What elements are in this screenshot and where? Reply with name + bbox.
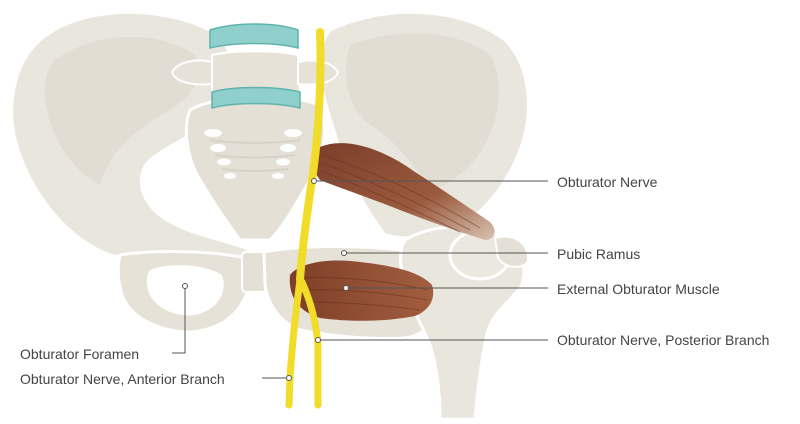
label-obturator-foramen: Obturator Foramen — [20, 346, 140, 362]
dot-posterior-branch — [315, 337, 321, 343]
intervertebral-disc-upper — [209, 23, 299, 49]
greater-trochanter — [493, 235, 530, 268]
label-obturator-nerve-posterior-branch: Obturator Nerve, Posterior Branch — [557, 332, 770, 348]
dot-obturator-nerve — [311, 178, 317, 184]
right-iliac-fossa — [346, 33, 500, 190]
sacral-foramina — [204, 129, 302, 179]
label-obturator-nerve-anterior-branch: Obturator Nerve, Anterior Branch — [20, 371, 225, 387]
label-pubic-ramus: Pubic Ramus — [557, 246, 641, 262]
left-iliac-fossa — [44, 36, 199, 185]
leader-obturator-foramen — [172, 286, 186, 354]
dot-anterior-branch — [286, 375, 292, 381]
external-obturator-muscle — [289, 260, 434, 321]
intervertebral-disc-lower — [211, 86, 301, 109]
pubic-symphysis — [241, 251, 267, 293]
label-external-obturator-muscle: External Obturator Muscle — [557, 281, 720, 297]
dot-external-obturator-muscle — [343, 285, 349, 291]
vertebral-process-left — [170, 59, 213, 86]
leader-dots — [182, 178, 349, 381]
dot-pubic-ramus — [341, 250, 347, 256]
upper-muscle-fibers — [321, 154, 481, 233]
sacral-ridges — [209, 139, 301, 172]
upper-muscle — [313, 143, 495, 240]
leader-lines — [172, 180, 548, 379]
obturator-nerve-posterior-branch-line — [298, 278, 322, 409]
dot-obturator-foramen — [182, 283, 188, 289]
label-obturator-nerve: Obturator Nerve — [557, 174, 658, 190]
